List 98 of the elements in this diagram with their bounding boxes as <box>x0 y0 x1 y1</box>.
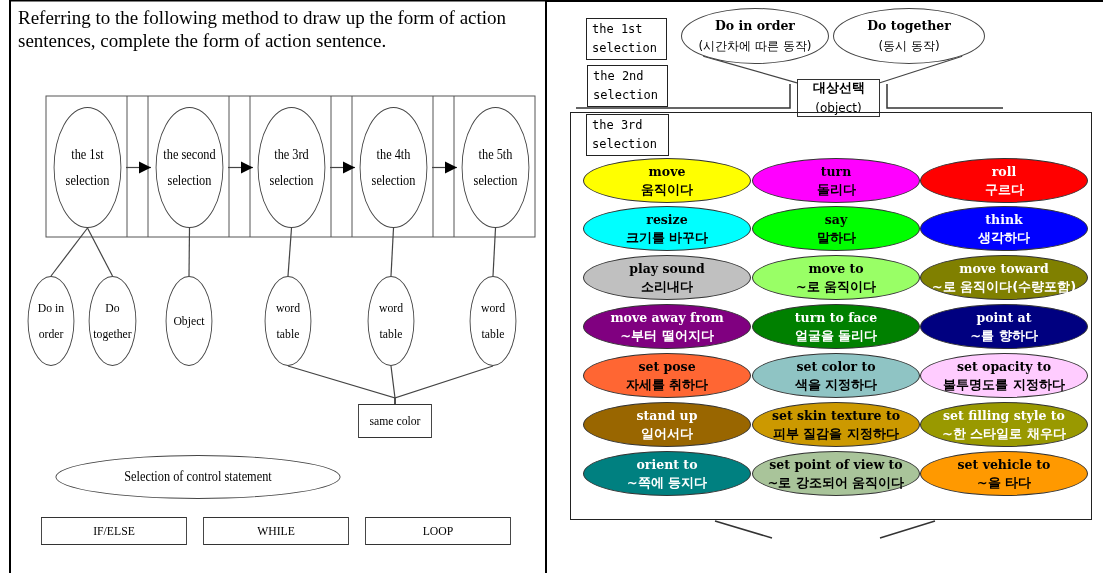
object-box <box>797 79 880 117</box>
korean-label: ~로 움직이다 <box>795 277 877 296</box>
korean-label: 소리내다 <box>641 277 693 296</box>
korean-label: 돌리다 <box>816 180 856 199</box>
node-label: the second selection <box>162 145 217 190</box>
node-label: Do together <box>867 17 951 35</box>
node-label: the 3rd selection <box>592 117 659 153</box>
korean-label: 움직이다 <box>641 180 693 199</box>
node-label: resize <box>646 210 688 228</box>
korean-label: (object) <box>815 100 862 117</box>
connector-line <box>50 227 89 277</box>
node-label: Do in order <box>36 299 66 343</box>
node-label: the 1st selection <box>64 145 111 190</box>
korean-label: ~로 강조되어 움직이다 <box>767 473 905 492</box>
korean-label: 생각하다 <box>978 228 1030 247</box>
korean-label: (동시 동작) <box>878 38 940 55</box>
node-label: move away from <box>610 308 724 326</box>
node-label: move <box>648 162 686 180</box>
node-label: say <box>824 210 848 228</box>
korean-label: ~을 타다 <box>976 473 1032 492</box>
node-label: move to <box>808 259 864 277</box>
arrow <box>329 161 356 174</box>
korean-label: 얼굴을 돌리다 <box>794 326 878 345</box>
node-label: stand up <box>636 406 698 424</box>
selection-tag <box>587 65 668 107</box>
node-label: the 3rd selection <box>268 145 315 190</box>
korean-label: ~부터 떨어지다 <box>620 326 714 345</box>
node-label: set skin texture to <box>771 406 900 424</box>
arrow <box>227 161 254 174</box>
korean-label: (시간차에 따른 동작) <box>698 38 812 55</box>
node-label: the 1st selection <box>592 21 659 57</box>
action-oval <box>920 451 1088 496</box>
korean-label: 불투명도를 지정하다 <box>943 375 1065 394</box>
node-label: Do together <box>92 299 133 343</box>
option-ellipse <box>469 276 517 366</box>
action-oval <box>920 353 1088 398</box>
node-label: set pose <box>638 357 696 375</box>
korean-label: ~를 향하다 <box>970 326 1038 345</box>
node-label: word table <box>275 299 301 343</box>
arrow <box>125 161 152 174</box>
node-label: 대상선택 <box>812 79 865 97</box>
node-label: turn to face <box>794 308 878 326</box>
action-oval <box>920 158 1088 203</box>
statement-cell <box>203 517 349 545</box>
node-label: the 5th selection <box>472 145 519 190</box>
connector-line <box>287 227 293 277</box>
statement-cell <box>41 517 187 545</box>
arrow <box>431 161 458 174</box>
option-ellipse <box>264 276 312 366</box>
connector-line <box>492 227 497 277</box>
node-label: word table <box>480 299 506 343</box>
node-label: turn <box>820 162 852 180</box>
action-oval <box>920 304 1088 349</box>
korean-label: 색을 지정하다 <box>794 375 878 394</box>
selection-tag <box>586 114 669 156</box>
korean-label: 피부 질감을 지정하다 <box>772 424 900 443</box>
node-label: word table <box>378 299 404 343</box>
korean-label: ~로 움직이다(수량포함) <box>931 277 1077 296</box>
node-label: roll <box>991 162 1017 180</box>
action-oval <box>920 255 1088 300</box>
node-label: Selection of control statement <box>124 468 272 486</box>
connector-line <box>879 55 963 84</box>
action-oval <box>920 402 1088 447</box>
connector-line <box>394 365 494 405</box>
node-label: IF/ELSE <box>93 522 135 540</box>
node-label: set opacity to <box>956 357 1052 375</box>
node-label: set color to <box>796 357 876 375</box>
node-label: LOOP <box>422 522 454 540</box>
node-label: Object <box>173 312 205 330</box>
node-label: play sound <box>629 259 705 277</box>
node-label: Do in order <box>715 17 795 35</box>
label-box <box>358 404 432 438</box>
node-label: think <box>985 210 1023 228</box>
connector-line <box>702 55 798 84</box>
node-label: set vehicle to <box>957 455 1051 473</box>
node-label: orient to <box>636 455 698 473</box>
korean-label: ~한 스타일로 채우다 <box>942 424 1066 443</box>
connector-line <box>188 227 191 277</box>
node-label: move toward <box>959 259 1049 277</box>
node-label: the 2nd selection <box>593 68 660 104</box>
node-label: set filling style to <box>943 406 1065 424</box>
korean-label: ~쪽에 등지다 <box>626 473 708 492</box>
action-oval <box>920 206 1088 251</box>
node-label: WHILE <box>257 522 295 540</box>
node-label: point at <box>976 308 1032 326</box>
korean-label: 구르다 <box>984 180 1024 199</box>
korean-label: 자세를 취하다 <box>625 375 709 394</box>
connector-line <box>86 227 114 277</box>
korean-label: 크기를 바꾸다 <box>625 228 709 247</box>
node-label: same color <box>369 412 421 430</box>
korean-label: 말하다 <box>816 228 856 247</box>
selection-tag <box>586 18 667 60</box>
connector-line <box>390 227 395 277</box>
node-label: the 4th selection <box>370 145 417 190</box>
korean-label: 일어서다 <box>641 424 693 443</box>
instruction-text: Referring to the following method to draw up the form of action sentences, complete the form of action sentence. <box>18 6 508 52</box>
node-label: set point of view to <box>769 455 903 473</box>
statement-cell <box>365 517 511 545</box>
